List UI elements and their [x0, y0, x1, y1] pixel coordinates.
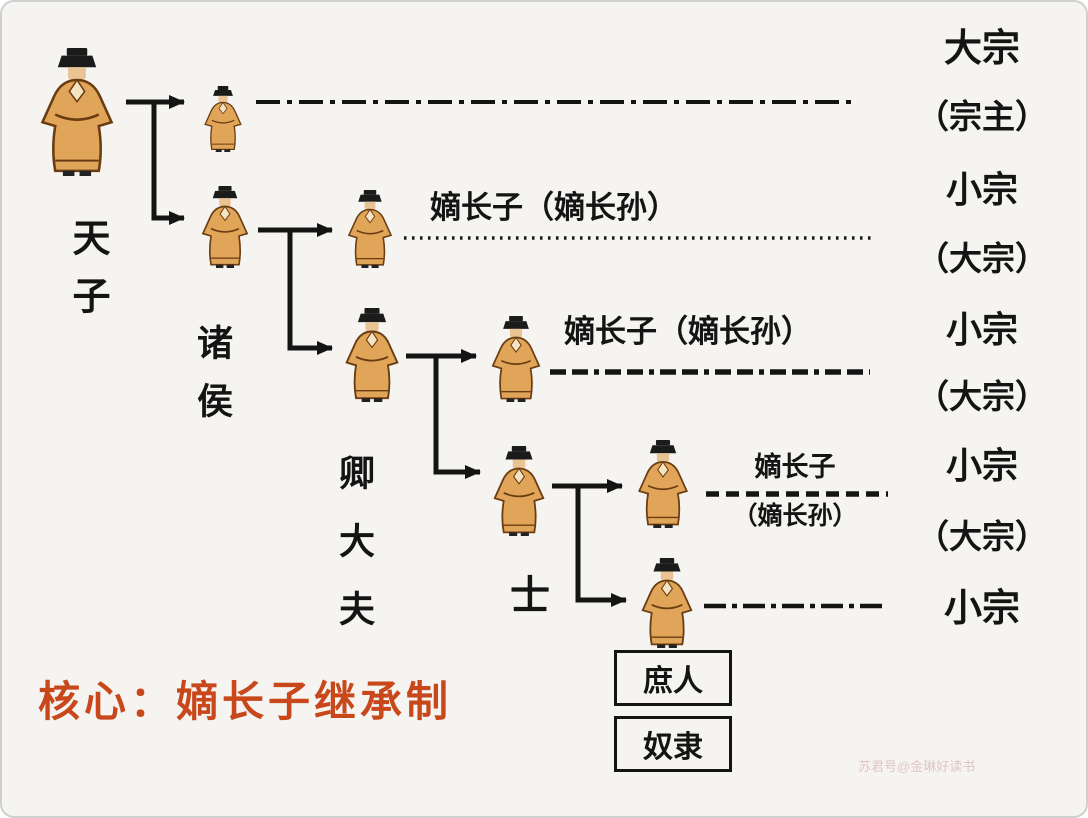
right-label-2-sub: （大宗） — [916, 240, 1048, 277]
core-text: 核心：嫡长子继承制 — [38, 678, 453, 725]
heir-figure-3-icon — [488, 316, 544, 402]
box-shuren-label: 庶人 — [643, 665, 703, 698]
label-heir-row1: 嫡长子（嫡长孙） — [430, 190, 678, 225]
label-zhuhou: 诸侯 — [192, 324, 233, 440]
label-heir-row2: 嫡长子（嫡长孙） — [564, 314, 812, 349]
heir-figure-4-icon — [634, 440, 692, 528]
right-label-3-main: 小宗 — [945, 309, 1018, 350]
right-label-4-main: 小宗 — [945, 445, 1018, 486]
arrow-shi-to-xiaozong — [575, 486, 627, 607]
right-label-4-sub: （大宗） — [916, 518, 1048, 555]
zhuhou-figure-icon — [198, 186, 252, 268]
arrow-qingdafu-to-shi — [433, 356, 481, 479]
heir-figure-1-icon — [198, 86, 248, 152]
label-heir-row3-line2: （嫡长孙） — [732, 502, 858, 530]
box-shuren: 庶人 — [614, 650, 732, 706]
box-nuli-label: 奴隶 — [643, 731, 703, 764]
right-label-3-sub: （大宗） — [916, 378, 1048, 415]
tianzi-figure-icon — [32, 48, 122, 176]
heir-figure-2-icon — [344, 190, 396, 268]
qingdafu-figure-icon — [342, 308, 402, 402]
heir-figure-5-icon — [638, 558, 696, 648]
label-qingdafu: 卿大夫 — [334, 454, 375, 658]
arrow-zhuhou-to-qingdafu — [287, 230, 333, 355]
shi-figure-icon — [490, 446, 548, 536]
right-label-5-main: 小宗 — [943, 588, 1020, 630]
label-heir-row3-line1: 嫡长子 — [754, 452, 836, 482]
right-label-1-main: 大宗 — [943, 28, 1020, 70]
right-label-2-main: 小宗 — [945, 169, 1018, 210]
right-label-1-sub: （宗主） — [916, 98, 1048, 135]
arrow-tianzi-to-zhuhou — [151, 102, 185, 225]
label-tianzi: 天子 — [66, 218, 108, 334]
box-nuli: 奴隶 — [614, 716, 732, 772]
watermark: 苏君号@金琳好读书 — [858, 759, 976, 774]
label-shi: 士 — [504, 574, 548, 614]
